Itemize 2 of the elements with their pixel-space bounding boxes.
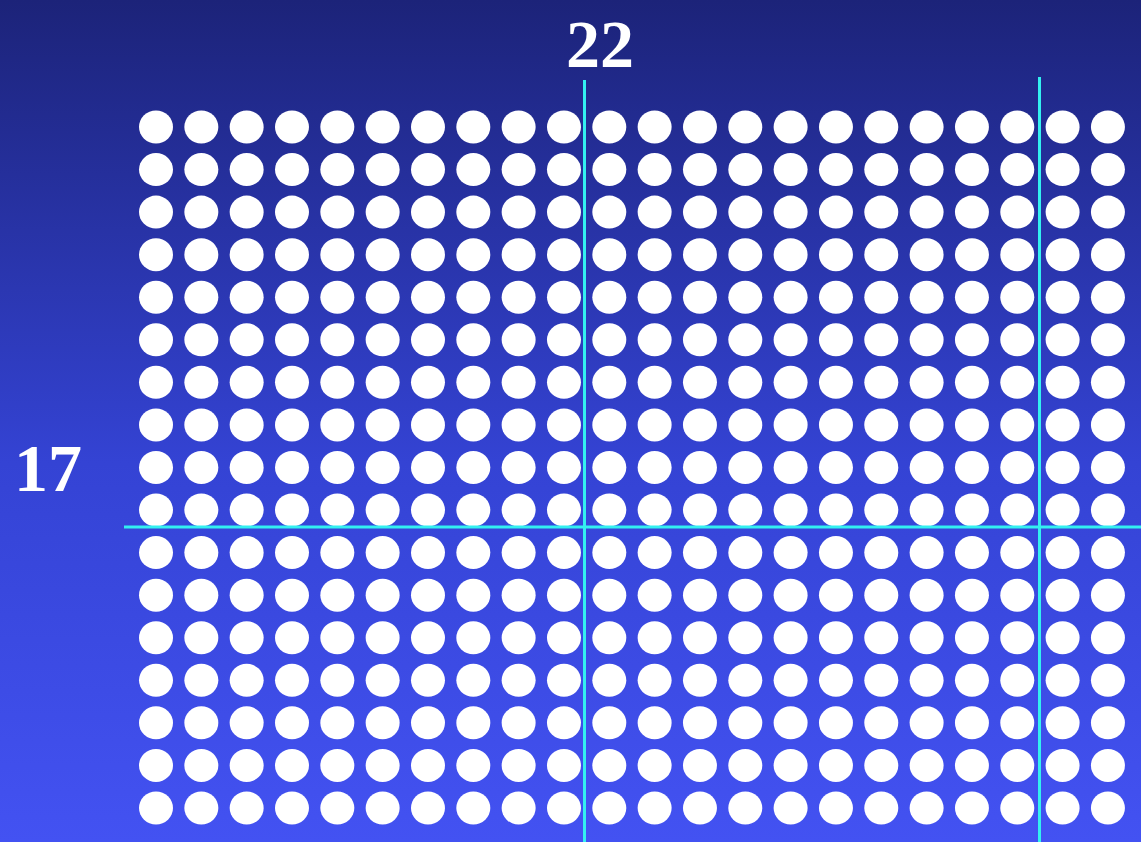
count-label: 22 xyxy=(566,10,634,78)
count-label: 17 xyxy=(14,434,82,502)
